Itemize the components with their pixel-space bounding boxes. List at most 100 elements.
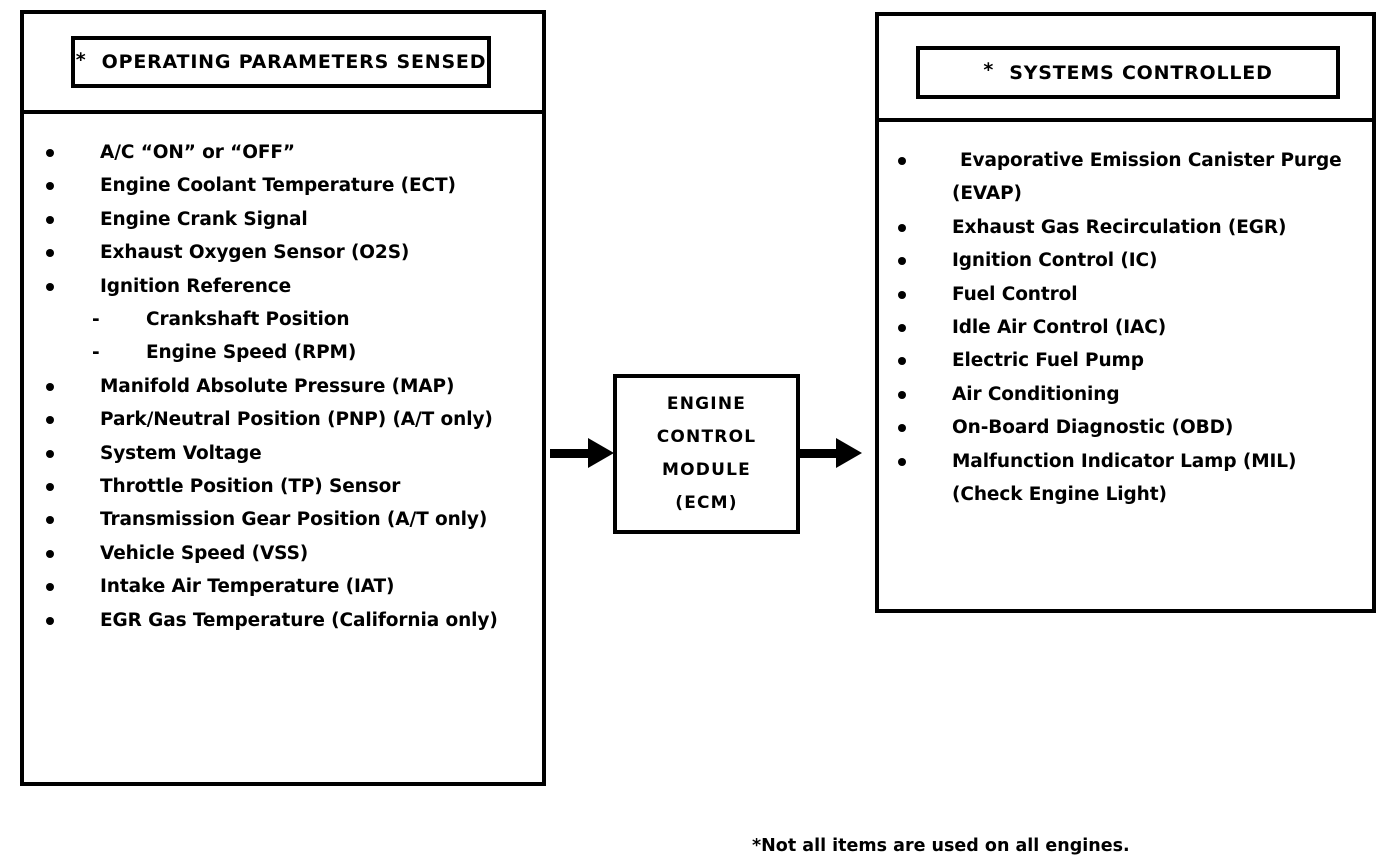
list-item-label: Throttle Position (TP) Sensor (100, 476, 401, 498)
list-item: Idle Air Control (IAC) (898, 311, 1364, 344)
bullet-icon (898, 257, 906, 266)
list-item-label: Fuel Control (952, 283, 1078, 305)
asterisk-icon: * (75, 48, 86, 71)
list-item: Intake Air Temperature (IAT) (46, 570, 534, 603)
list-item: EGR Gas Temperature (California only) (46, 604, 534, 637)
list-item: Ignition Control (IC) (898, 244, 1364, 277)
list-item: Vehicle Speed (VSS) (46, 537, 534, 570)
dash-icon: - (92, 342, 100, 364)
sensors-to-ecm-arrow (550, 438, 614, 468)
list-item: Manifold Absolute Pressure (MAP) (46, 370, 534, 403)
list-item-label: Evaporative Emission Canister Purge (960, 150, 1342, 171)
bullet-icon (898, 457, 906, 466)
bullet-icon (898, 157, 906, 165)
arrow-shaft (550, 448, 588, 458)
list-item-label: (Check Engine Light) (952, 484, 1167, 506)
left-panel-header: * OPERATING PARAMETERS SENSED (24, 14, 542, 114)
list-item: Transmission Gear Position (A/T only) (46, 503, 534, 536)
bullet-icon (46, 182, 54, 191)
list-item-label: Exhaust Gas Recirculation (EGR) (952, 216, 1287, 238)
list-item-label: Exhaust Oxygen Sensor (O2S) (100, 242, 410, 264)
list-item-label: Engine Crank Signal (100, 208, 308, 230)
list-item: On-Board Diagnostic (OBD) (898, 411, 1364, 444)
bullet-icon (46, 382, 54, 391)
list-item-label: On-Board Diagnostic (OBD) (952, 417, 1234, 439)
left-panel-title: OPERATING PARAMETERS SENSED (101, 51, 487, 73)
list-item-label: Air Conditioning (952, 383, 1120, 405)
list-item: (Check Engine Light) (898, 478, 1364, 511)
list-item-label: Manifold Absolute Pressure (MAP) (100, 375, 455, 397)
systems-controlled-panel: * SYSTEMS CONTROLLED Evaporative Emissio… (875, 12, 1376, 613)
dash-icon: - (92, 309, 100, 331)
list-item-label: Malfunction Indicator Lamp (MIL) (952, 450, 1297, 472)
bullet-icon (46, 483, 54, 492)
bullet-icon (46, 616, 54, 625)
bullet-icon (46, 449, 54, 458)
right-panel-header: * SYSTEMS CONTROLLED (879, 16, 1372, 122)
engine-control-module-box: ENGINE CONTROL MODULE (ECM) (613, 374, 800, 534)
list-item: Electric Fuel Pump (898, 344, 1364, 377)
right-panel-header-box: * SYSTEMS CONTROLLED (916, 46, 1340, 99)
asterisk-icon: * (983, 59, 994, 81)
list-item: - Crankshaft Position (46, 303, 534, 336)
list-item-label: (EVAP) (952, 183, 1022, 205)
list-item-label: Transmission Gear Position (A/T only) (100, 509, 488, 531)
list-item: Fuel Control (898, 278, 1364, 311)
ecm-line-3: MODULE (662, 460, 751, 480)
list-item-label: Intake Air Temperature (IAT) (100, 576, 395, 598)
list-item-label: EGR Gas Temperature (California only) (100, 609, 498, 631)
list-item: Malfunction Indicator Lamp (MIL) (898, 445, 1364, 478)
arrow-shaft (800, 448, 836, 458)
list-item: Exhaust Oxygen Sensor (O2S) (46, 236, 534, 269)
bullet-icon (898, 390, 906, 399)
list-item: (EVAP) (898, 177, 1364, 210)
list-item-label: A/C “ON” or “OFF” (100, 142, 295, 163)
list-item-label: Ignition Reference (100, 275, 292, 297)
bullet-icon (898, 324, 906, 333)
systems-controlled-list: Evaporative Emission Canister Purge (EVAP… (898, 144, 1364, 511)
bullet-icon (898, 223, 906, 232)
bullet-icon (898, 290, 906, 299)
list-item-label: Crankshaft Position (146, 309, 350, 331)
arrow-head-icon (836, 438, 862, 468)
list-item: A/C “ON” or “OFF” (46, 136, 534, 169)
bullet-icon (898, 357, 906, 366)
list-item: Park/Neutral Position (PNP) (A/T only) (46, 403, 534, 436)
bullet-icon (46, 516, 54, 525)
list-item-label: Vehicle Speed (VSS) (100, 542, 309, 564)
list-item: Exhaust Gas Recirculation (EGR) (898, 211, 1364, 244)
ecm-line-2: CONTROL (656, 427, 757, 447)
list-item-label: Ignition Control (IC) (952, 250, 1158, 272)
list-item-label: Electric Fuel Pump (952, 350, 1144, 372)
list-item: Evaporative Emission Canister Purge (898, 144, 1364, 177)
arrow-head-icon (588, 438, 614, 468)
list-item-label: Park/Neutral Position (PNP) (A/T only) (100, 409, 493, 431)
ecm-line-4: (ECM) (675, 493, 738, 513)
bullet-icon (46, 549, 54, 558)
list-item: Throttle Position (TP) Sensor (46, 470, 534, 503)
bullet-icon (46, 249, 54, 258)
footnote: *Not all items are used on all engines. (752, 836, 1130, 856)
right-panel-title: SYSTEMS CONTROLLED (1009, 61, 1273, 84)
list-item-label: System Voltage (100, 442, 262, 464)
list-item-label: Engine Coolant Temperature (ECT) (100, 175, 456, 197)
list-item: System Voltage (46, 437, 534, 470)
list-item: Engine Crank Signal (46, 203, 534, 236)
ecm-to-systems-arrow (800, 438, 862, 468)
list-item: Engine Coolant Temperature (ECT) (46, 169, 534, 202)
list-item-label: Engine Speed (RPM) (146, 342, 357, 364)
list-item: Air Conditioning (898, 378, 1364, 411)
left-panel-header-box: * OPERATING PARAMETERS SENSED (71, 36, 491, 88)
list-item: - Engine Speed (RPM) (46, 336, 534, 369)
bullet-icon (46, 583, 54, 592)
bullet-icon (46, 215, 54, 224)
bullet-icon (46, 149, 54, 157)
bullet-icon (46, 282, 54, 291)
ecm-line-1: ENGINE (666, 394, 747, 414)
list-item-label: Idle Air Control (IAC) (952, 317, 1167, 339)
bullet-icon (898, 424, 906, 433)
bullet-icon (46, 416, 54, 425)
list-item: Ignition Reference (46, 270, 534, 303)
operating-parameters-panel: * OPERATING PARAMETERS SENSED A/C “ON” o… (20, 10, 546, 786)
operating-parameters-list: A/C “ON” or “OFF” Engine Coolant Temperat… (46, 136, 534, 637)
